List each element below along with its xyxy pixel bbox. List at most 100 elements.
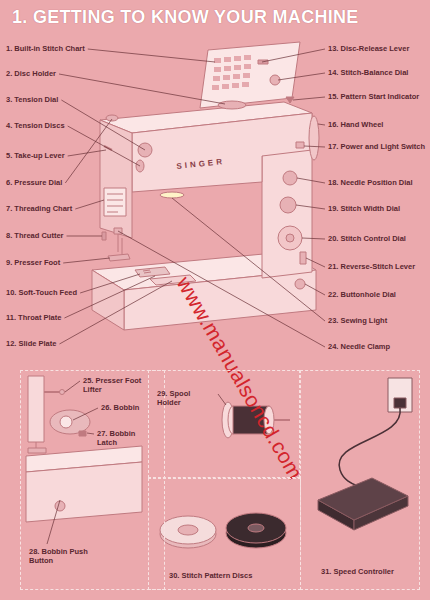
callout-label: 25. Presser Foot Lifter [83,376,145,394]
speed-controller-drawing [318,478,408,520]
leader-line [63,258,110,263]
stitch-chart [224,66,231,71]
bobbin-area-drawing [28,448,46,453]
stitch-chart [212,55,251,90]
needle-position-dial [283,171,297,185]
callout-label: 3. Tension Dial [6,95,58,104]
callout-label: 13. Disc-Release Lever [328,44,426,53]
page-title: 1. GETTING TO KNOW YOUR MACHINE [12,7,359,28]
callout-label: 26. Bobbin [101,403,161,412]
machine-head [100,120,132,238]
machine-arm [132,113,312,192]
callout-label: 31. Speed Controller [321,567,416,576]
stitch-control-dial [278,226,302,250]
leader-line [305,284,325,295]
callout-label: 9. Presser Foot [6,258,60,267]
callout-label: 12. Slide Plate [6,339,56,348]
hand-wheel [309,116,319,160]
callout-label: 11. Throat Plate [6,313,61,322]
stitch-chart [244,64,251,69]
callout-label: 6. Pressure Dial [6,178,62,187]
reverse-lever [300,252,306,264]
leader-line [262,49,325,62]
bobbin [60,416,72,428]
sewing-machine [92,42,319,330]
callout-label: 24. Needle Clamp [328,342,426,351]
needle [118,234,122,254]
stitch-width-dial [280,197,296,213]
leader-line [278,73,325,80]
bobbin-push-button [55,501,65,511]
buttonhole-dial [295,279,305,289]
top-cover [200,42,300,108]
callout-label: 2. Disc Holder [6,69,56,78]
callout-label: 17. Power and Light Switch [328,142,426,151]
callout-label: 28. Bobbin Push Button [29,547,89,565]
leader-line [304,146,325,147]
pattern-discs-drawing [248,524,264,532]
machine-head [100,120,132,238]
callout-label: 18. Needle Position Dial [328,178,426,187]
callout-label: 20. Stitch Control Dial [328,234,426,243]
stitch-chart [233,74,240,79]
leader-line [75,200,104,209]
leader-line [61,100,145,150]
presser-foot [108,254,130,261]
speed-controller-drawing [339,408,400,490]
callout-label: 16. Hand Wheel [328,120,426,129]
leader-line [218,394,226,405]
stitch-chart [242,82,249,87]
callout-label: 21. Reverse-Stitch Lever [328,262,426,271]
leader-line [64,276,155,318]
callout-label: 10. Soft-Touch Feed [6,288,77,297]
speed-controller-drawing [394,398,406,408]
leader-line [68,126,140,166]
leader-line [306,258,325,267]
callout-label: 7. Threading Chart [6,204,72,213]
callout-label: 15. Pattern Start Indicator [328,92,426,101]
disc-holder [218,101,246,109]
leader-line [65,119,112,183]
throat-plate [135,267,170,277]
presser-foot-lifter [44,391,60,393]
speed-controller-drawing [388,378,412,412]
bobbin-latch [79,431,86,436]
stitch-chart [222,84,229,89]
leader-line [59,74,225,104]
thread-cutter [102,232,106,240]
callout-label: 29. Spool Holder [157,389,215,407]
leader-line [296,205,325,209]
stitch-chart [244,55,251,60]
threading-chart-lines [107,194,123,212]
callout-label: 30. Stitch Pattern Discs [169,571,297,580]
pattern-discs-drawing [160,513,286,548]
leader-line [67,236,102,237]
leader-line [302,238,325,239]
stitch-chart [214,67,221,72]
leader-line [318,124,325,125]
leader-line [80,274,140,293]
feed-dogs [143,270,151,273]
panel-box: 29. Spool Holder [148,370,300,478]
callout-label: 14. Stitch-Balance Dial [328,68,426,77]
stitch-chart [224,57,231,62]
stitch-chart [223,75,230,80]
stitch-chart [234,65,241,70]
bobbin-area-drawing [26,462,142,522]
pattern-start-indicator [286,97,294,103]
machine-bed [92,270,124,330]
stitch-chart [243,73,250,78]
leader-line [293,97,325,100]
callout-label: 19. Stitch Width Dial [328,204,426,213]
stitch-chart [213,76,220,81]
bobbin-area-drawing [26,376,142,522]
callout-label: 4. Tension Discs [6,121,65,130]
leader-line [297,178,325,183]
bobbin-area-drawing [28,376,44,442]
bobbin-compartment [50,410,90,434]
pressure-dial [106,115,118,121]
panel-box: 30. Stitch Pattern Discs [148,478,301,590]
threading-chart [104,188,126,216]
